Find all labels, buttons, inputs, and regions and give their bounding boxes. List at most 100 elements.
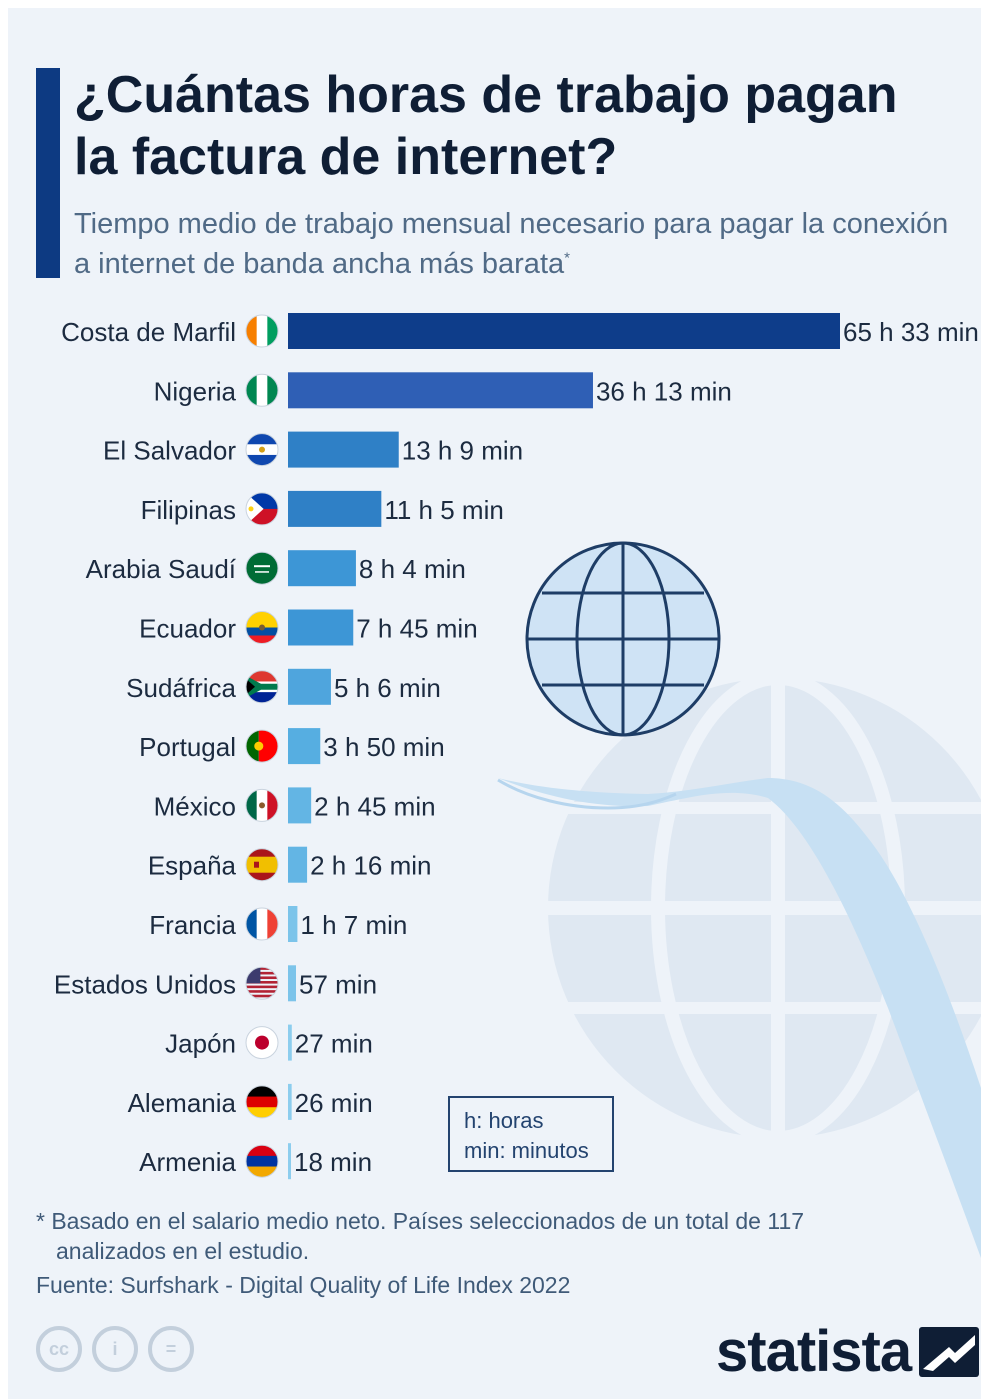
flag-stripe [246, 1085, 278, 1098]
flag-stripe [246, 908, 258, 940]
by-person-icon[interactable]: i [92, 1326, 138, 1372]
flag-stripe [246, 670, 278, 682]
flag-ring [245, 1144, 279, 1178]
subtitle-footnote-marker: * [564, 249, 570, 267]
flag-stripe [246, 789, 258, 822]
flag-stripe [267, 374, 278, 407]
bar [288, 787, 312, 824]
flag-ring [245, 551, 279, 585]
flag-armenia-icon [246, 1145, 278, 1178]
cc-icon[interactable]: cc [36, 1326, 82, 1372]
category-label: Costa de Marfil [61, 317, 236, 347]
bar [288, 668, 331, 705]
flag-mexico-icon [246, 789, 278, 822]
data-label: 36 h 13 min [596, 376, 732, 406]
flag-ecuador-icon [246, 611, 278, 644]
flag-ring [245, 670, 279, 704]
category-label: México [154, 791, 236, 821]
flag-stripe [246, 635, 278, 644]
category-label: Francia [149, 910, 236, 940]
flag-stripe [246, 552, 278, 585]
subtitle-text: Tiempo medio de trabajo mensual necesari… [74, 208, 949, 280]
flag-ring [245, 848, 279, 882]
globe-hand-illustration [497, 541, 981, 1258]
legend-hours: h: horas [464, 1108, 544, 1133]
flag-emblem [259, 802, 265, 809]
category-label: El Salvador [103, 436, 236, 466]
data-label: 18 min [294, 1147, 372, 1177]
bar [288, 313, 840, 349]
flag-ring [245, 729, 279, 763]
flag-ring [245, 1026, 279, 1060]
flag-stripe [256, 908, 268, 940]
brand-wordmark: statista [716, 1319, 912, 1384]
statista-logo[interactable]: statista [716, 1319, 980, 1384]
flag-stripe [267, 908, 278, 940]
flag-stripe [246, 981, 278, 984]
category-label: Alemania [128, 1088, 237, 1118]
flag-stripe [246, 994, 278, 998]
category-label: Filipinas [141, 495, 236, 525]
bar-row: Japón 27 min [165, 1024, 373, 1061]
legend-minutes: min: minutos [464, 1138, 589, 1163]
bar [288, 1024, 292, 1061]
category-label: Japón [165, 1029, 236, 1059]
flag-stripe [246, 990, 278, 993]
flag-ring [245, 611, 279, 644]
bar-row: España 2 h 16 min [148, 846, 431, 883]
statista-mark-icon [919, 1327, 980, 1377]
flag-stripe [246, 1145, 278, 1157]
flag-stripe [256, 374, 268, 407]
data-label: 11 h 5 min [384, 495, 503, 525]
data-label: 27 min [295, 1029, 373, 1059]
data-label: 65 h 33 min [843, 317, 979, 347]
flag-stripe [246, 1166, 278, 1178]
bar [288, 431, 399, 468]
data-label: 2 h 16 min [310, 851, 431, 881]
flag-triangle [246, 678, 255, 695]
flag-sword [255, 571, 269, 573]
bar [288, 550, 356, 587]
flag-ring [245, 966, 279, 1000]
bar [288, 1143, 291, 1180]
flag-el-salvador-icon [246, 433, 278, 466]
flag-stripe [246, 611, 278, 628]
chart-title: ¿Cuántas horas de trabajo pagan la factu… [74, 66, 898, 186]
flag-stripe [256, 315, 268, 347]
flag-stripe [246, 1155, 278, 1168]
flag-stripe [246, 864, 278, 874]
category-label: Nigeria [154, 376, 237, 406]
bar [288, 1083, 292, 1120]
category-label: España [148, 851, 237, 881]
footnote: * Basado en el salario medio neto. Paíse… [36, 1208, 805, 1264]
bar [288, 846, 308, 883]
flag-francia-icon [246, 908, 278, 940]
flag-stripe [246, 1096, 278, 1108]
bar [288, 372, 593, 409]
chart-subtitle: Tiempo medio de trabajo mensual necesari… [74, 204, 964, 284]
flag-stripe [246, 872, 278, 881]
flag-band [246, 675, 278, 698]
flag-ring [245, 492, 279, 526]
source-note: Fuente: Surfshark - Digital Quality of L… [36, 1272, 571, 1298]
category-label: Arabia Saudí [86, 554, 237, 584]
flag-stripe [246, 627, 278, 636]
flag-ring [245, 373, 279, 407]
category-label: Sudáfrica [126, 673, 236, 703]
category-label: Portugal [139, 732, 236, 762]
no-derivatives-icon[interactable]: = [148, 1326, 194, 1372]
flag-ring [245, 788, 279, 822]
bar [288, 490, 382, 527]
flag-emblem [255, 1035, 269, 1050]
flag-ring [245, 314, 279, 348]
flag-costa-de-marfil-icon [246, 315, 278, 347]
category-label: Estados Unidos [54, 969, 236, 999]
flag-triangle [246, 492, 264, 525]
flag-stripe [246, 374, 258, 407]
